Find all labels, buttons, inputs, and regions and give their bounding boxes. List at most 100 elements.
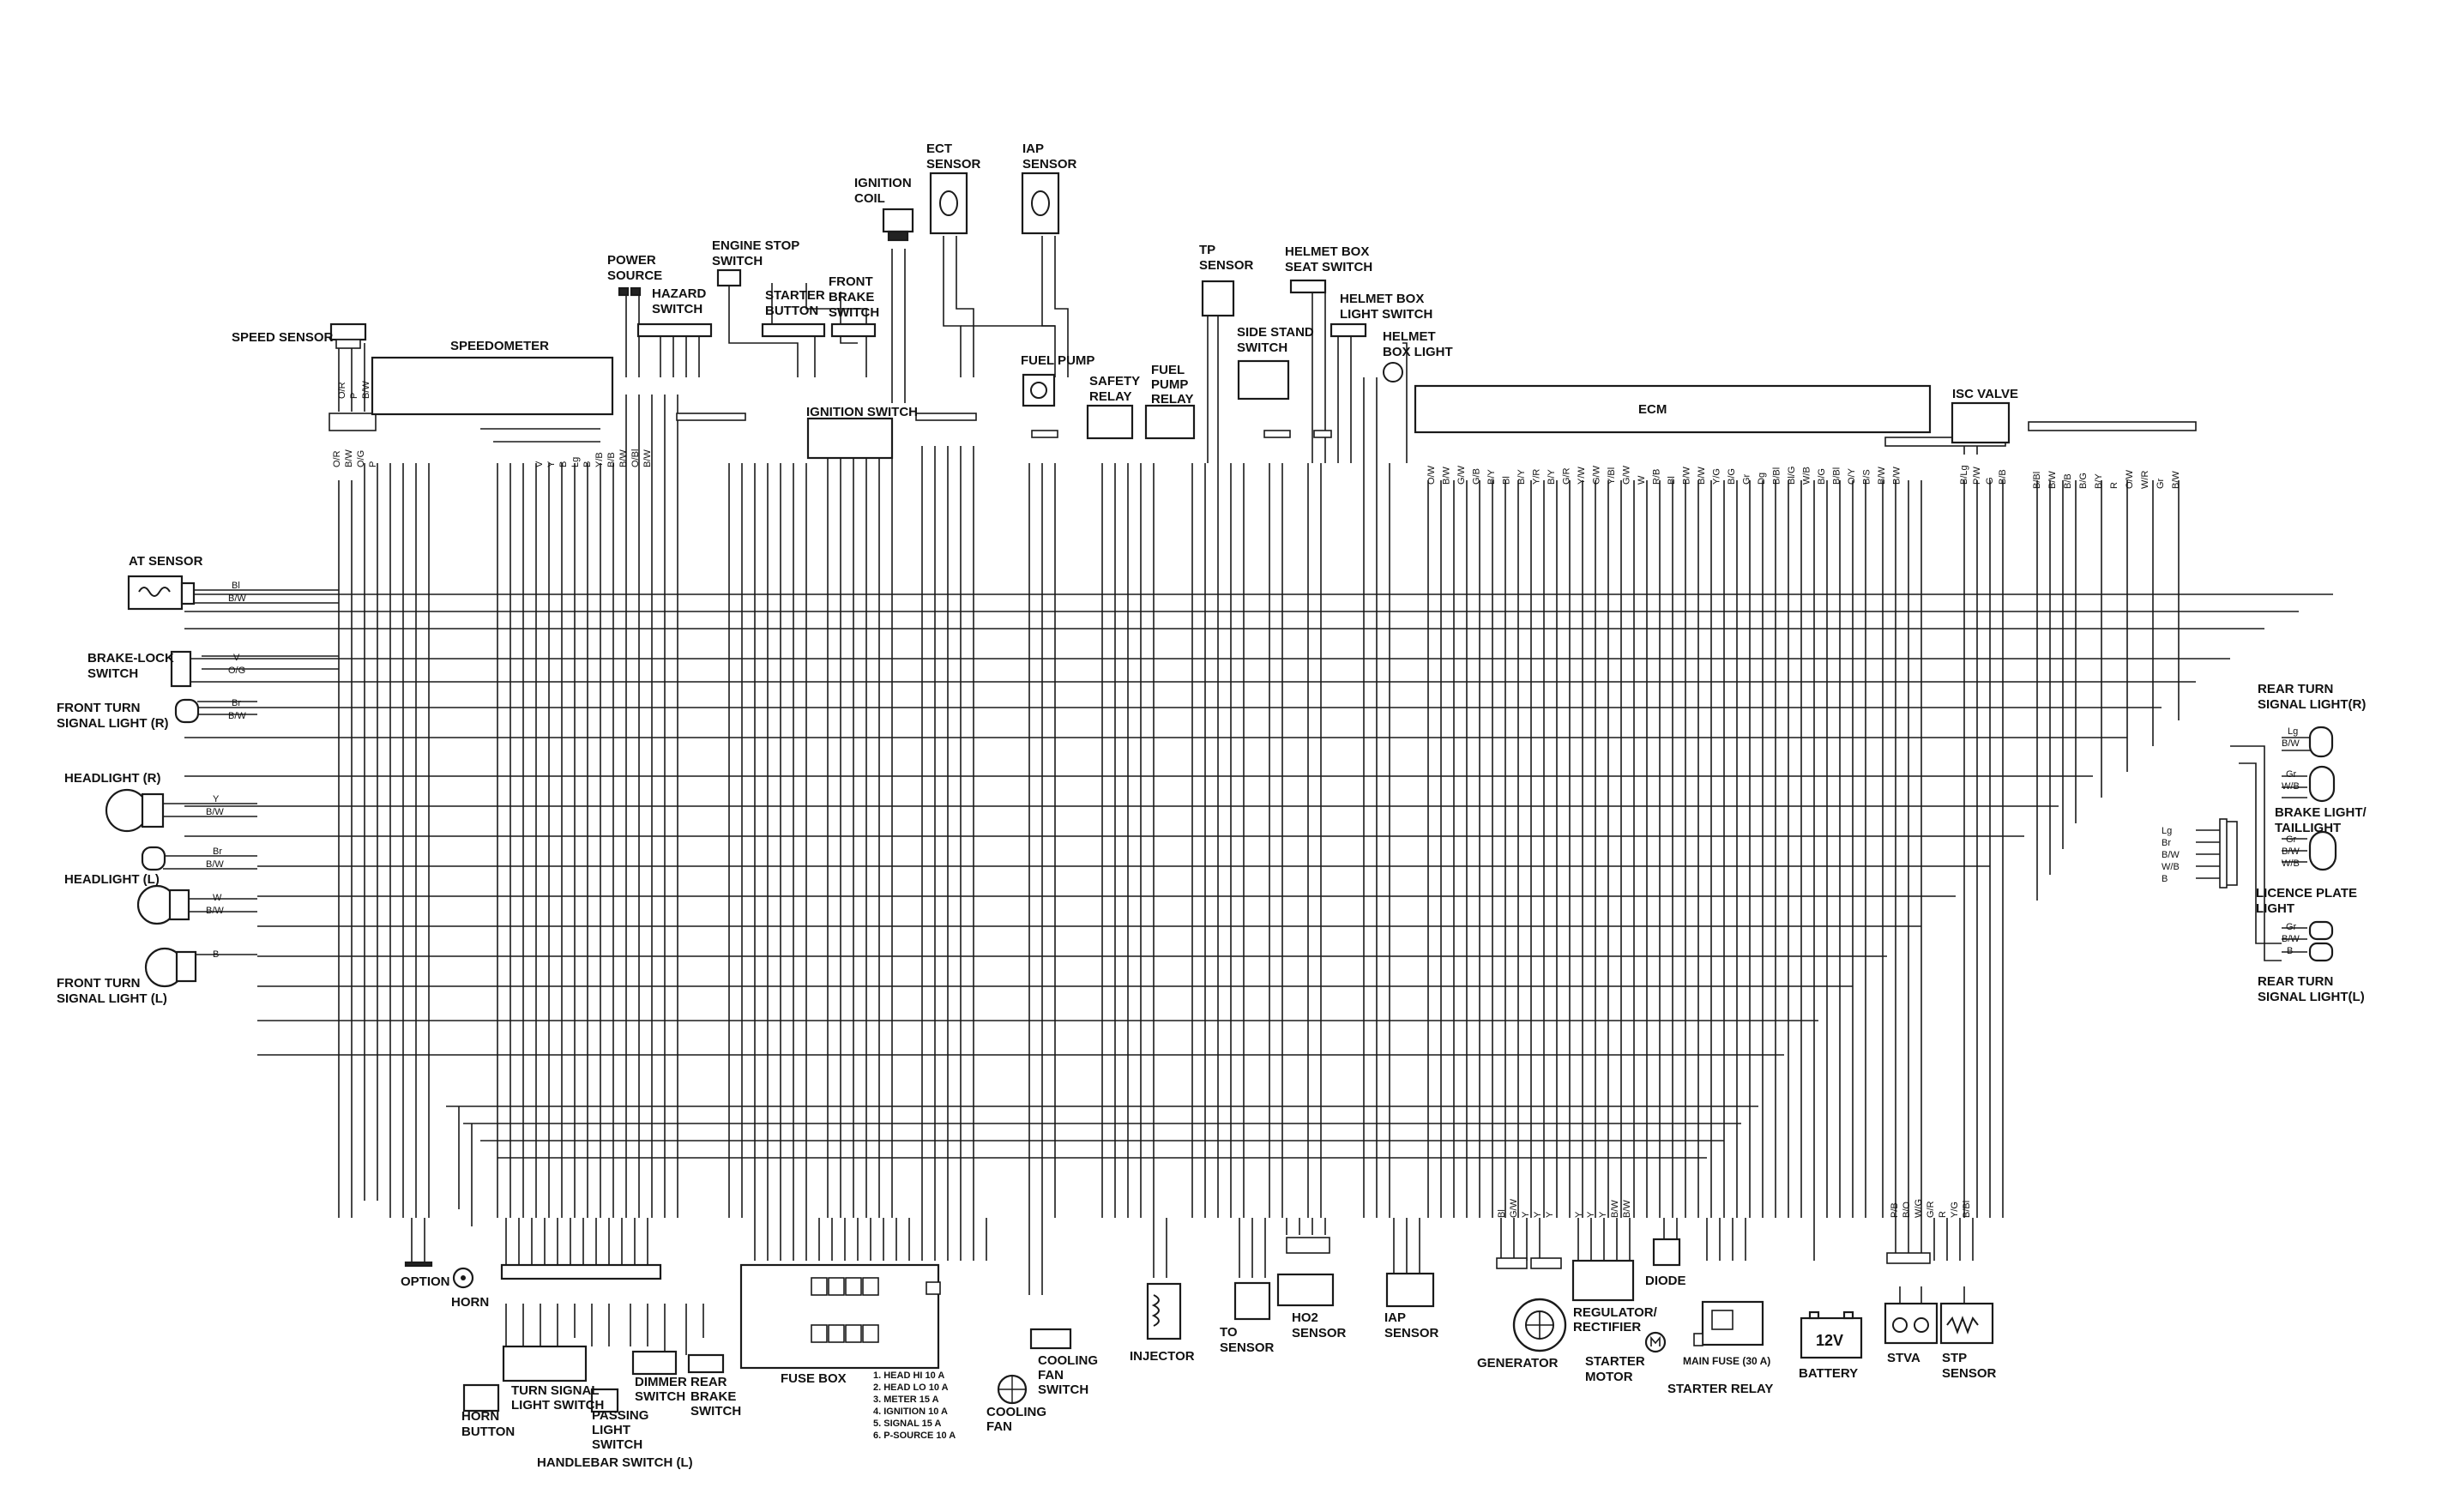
- tp-sensor-label-2: SENSOR: [1199, 258, 1254, 273]
- ect-sensor-label-1: ECT: [926, 142, 952, 156]
- horn-button: [462, 1383, 500, 1413]
- ignition-coil-label-1: IGNITION: [854, 176, 912, 190]
- brake-lock-switch-label-2: SWITCH: [87, 666, 138, 681]
- cooling-fan-switch-label-2: FAN: [1038, 1368, 1064, 1382]
- speedometer: [371, 356, 614, 416]
- cooling-fan-label-1: COOLING: [986, 1405, 1046, 1419]
- fuse-rating-list: 1. HEAD HI 10 A 2. HEAD LO 10 A 3. METER…: [873, 1370, 956, 1441]
- diode-label: DIODE: [1645, 1274, 1686, 1288]
- wire-code-rear-turn-l-1: B/W: [2282, 934, 2300, 944]
- front-brake-switch-label-1: FRONT: [829, 274, 873, 289]
- safety-relay-label-1: SAFETY: [1089, 374, 1140, 389]
- wire-code-brake-lock-1: O/G: [228, 666, 245, 676]
- hazard-switch-label-1: HAZARD: [652, 286, 706, 301]
- wire-code-ecm-pins-4: B/Y: [1486, 469, 1497, 485]
- front-turn-l-label-1: FRONT TURN: [57, 976, 141, 991]
- helmet-box-seat-switch-label-2: SEAT SWITCH: [1285, 260, 1372, 274]
- brake-taillight: [2308, 765, 2337, 871]
- fuel-pump-relay: [1144, 404, 1196, 440]
- starter-button-label-2: BUTTON: [765, 304, 818, 318]
- wire-code-ecm-pins-10: Y/W: [1577, 467, 1587, 485]
- starter-motor-label-2: MOTOR: [1585, 1370, 1633, 1384]
- wire-code-speedometer-7: Lg: [570, 457, 581, 467]
- wire-code-ecm-pins-27: B/Bl: [1832, 467, 1842, 485]
- licence-plate-light: [2308, 920, 2334, 962]
- headlight-l-label: HEADLIGHT (L): [64, 872, 160, 887]
- tp-sensor-label-1: TP: [1199, 243, 1215, 257]
- wire-code-rear-connector-1: Br: [2162, 838, 2171, 848]
- cooling-fan: [997, 1374, 1028, 1405]
- to-sensor-label-2: SENSOR: [1220, 1340, 1275, 1355]
- wire-code-speedometer-4: V: [534, 461, 545, 467]
- starter-motor-label-1: STARTER: [1585, 1354, 1645, 1369]
- wire-code-isc-valve-0: B/Lg: [1959, 465, 1969, 485]
- wire-code-front-turn-r-0: Br: [232, 698, 241, 708]
- handlebar-switch-l-label: HANDLEBAR SWITCH (L): [537, 1455, 693, 1470]
- fuel-pump-relay-label-2: PUMP: [1151, 377, 1188, 392]
- wire-code-bottom-regulator-4: B/W: [1622, 1200, 1632, 1218]
- fuse-box: [739, 1263, 941, 1370]
- fuse-line-3: 3. METER 15 A: [873, 1395, 939, 1405]
- rear-turn-signal-light-r: [2308, 726, 2334, 758]
- wire-code-bottom-regulator-1: Y: [1586, 1211, 1596, 1218]
- ignition-switch-label: IGNITION SWITCH: [806, 405, 918, 419]
- wire-code-bottom-generator-1: G/W: [1509, 1198, 1519, 1218]
- wire-code-speedometer-8: B: [582, 461, 593, 467]
- wire-code-bottom-stva-0: P/B: [1890, 1202, 1900, 1218]
- licence-plate-light-label-2: LIGHT: [2256, 901, 2294, 916]
- safety-relay-label-2: RELAY: [1089, 389, 1131, 404]
- wire-code-bottom-generator-3: Y: [1533, 1211, 1543, 1218]
- component-labels: SPEED SENSOR SPEEDOMETER POWER SOURCE HA…: [57, 142, 2367, 1470]
- wire-color-codes: BlB/WVO/GBrB/WYB/WBrB/WWB/WBLgBrB/WW/BBL…: [206, 381, 2300, 1218]
- wire-code-ecm-pins-30: B/W: [1877, 467, 1887, 485]
- fuel-pump: [1022, 373, 1056, 407]
- helmet-box-light-switch: [1330, 322, 1367, 338]
- side-stand-switch: [1237, 359, 1290, 401]
- wire-code-bottom-regulator-0: Y: [1574, 1211, 1584, 1218]
- wire-code-speedometer-1: B/W: [344, 449, 354, 467]
- fuel-pump-label: FUEL PUMP: [1021, 353, 1094, 368]
- wire-code-headlight-r-0: Y: [213, 794, 220, 804]
- power-source-label-1: POWER: [607, 253, 656, 268]
- wire-code-ecm-pins-2: G/W: [1456, 465, 1467, 485]
- ignition-switch: [806, 417, 894, 460]
- horn-button-label-1: HORN: [461, 1409, 499, 1424]
- ect-sensor-label-2: SENSOR: [926, 157, 981, 172]
- wire-code-at-sensor-1: B/W: [228, 593, 246, 604]
- regulator-rectifier-label-1: REGULATOR/: [1573, 1305, 1658, 1320]
- hazard-switch: [636, 322, 713, 338]
- wire-code-brake-taillight-2: Gr: [2286, 834, 2297, 845]
- iap-sensor-top: [1021, 172, 1060, 235]
- stp-sensor-label-2: SENSOR: [1942, 1366, 1997, 1381]
- wire-code-isc-valve-2: G: [1985, 477, 1995, 485]
- helmet-box-seat-switch: [1289, 279, 1327, 294]
- wire-code-bottom-regulator-2: Y: [1598, 1211, 1608, 1218]
- tp-sensor: [1201, 280, 1235, 317]
- wire-code-isc-valve-1: P/W: [1972, 467, 1982, 485]
- wire-code-ecm-pins-21: Gr: [1742, 473, 1752, 485]
- wire-code-right-top-8: Gr: [2156, 478, 2166, 489]
- fuel-pump-relay-label-1: FUEL: [1151, 363, 1185, 377]
- fuse-line-6: 6. P-SOURCE 10 A: [873, 1431, 956, 1441]
- wire-code-ecm-pins-0: O/W: [1426, 465, 1437, 485]
- wire-code-speedometer-10: B/B: [606, 452, 617, 467]
- speed-sensor-label: SPEED SENSOR: [232, 330, 334, 345]
- front-brake-switch-label-2: BRAKE: [829, 290, 874, 304]
- licence-plate-light-label-1: LICENCE PLATE: [2256, 886, 2357, 901]
- fuse-box-label: FUSE BOX: [781, 1371, 847, 1386]
- horn-label: HORN: [451, 1295, 489, 1310]
- wire-code-ecm-pins-18: B/W: [1697, 467, 1707, 485]
- isc-valve-label: ISC VALVE: [1952, 387, 2018, 401]
- wire-code-speed-sensor-2: B/W: [361, 381, 371, 399]
- wire-code-bottom-generator-4: Y: [1545, 1211, 1555, 1218]
- turn-signal-switch-label-1: TURN SIGNAL: [511, 1383, 600, 1398]
- starter-button: [761, 322, 826, 338]
- wire-code-ecm-pins-11: G/W: [1592, 465, 1602, 485]
- generator-label: GENERATOR: [1477, 1356, 1559, 1370]
- brake-lock-switch-label-1: BRAKE-LOCK: [87, 651, 174, 666]
- option-label: OPTION: [401, 1274, 450, 1289]
- wire-code-ecm-pins-9: G/R: [1562, 467, 1572, 485]
- to-sensor-label-1: TO: [1220, 1325, 1238, 1340]
- wire-code-right-top-1: B/W: [2047, 471, 2058, 489]
- wire-code-ecm-pins-29: B/S: [1862, 469, 1872, 485]
